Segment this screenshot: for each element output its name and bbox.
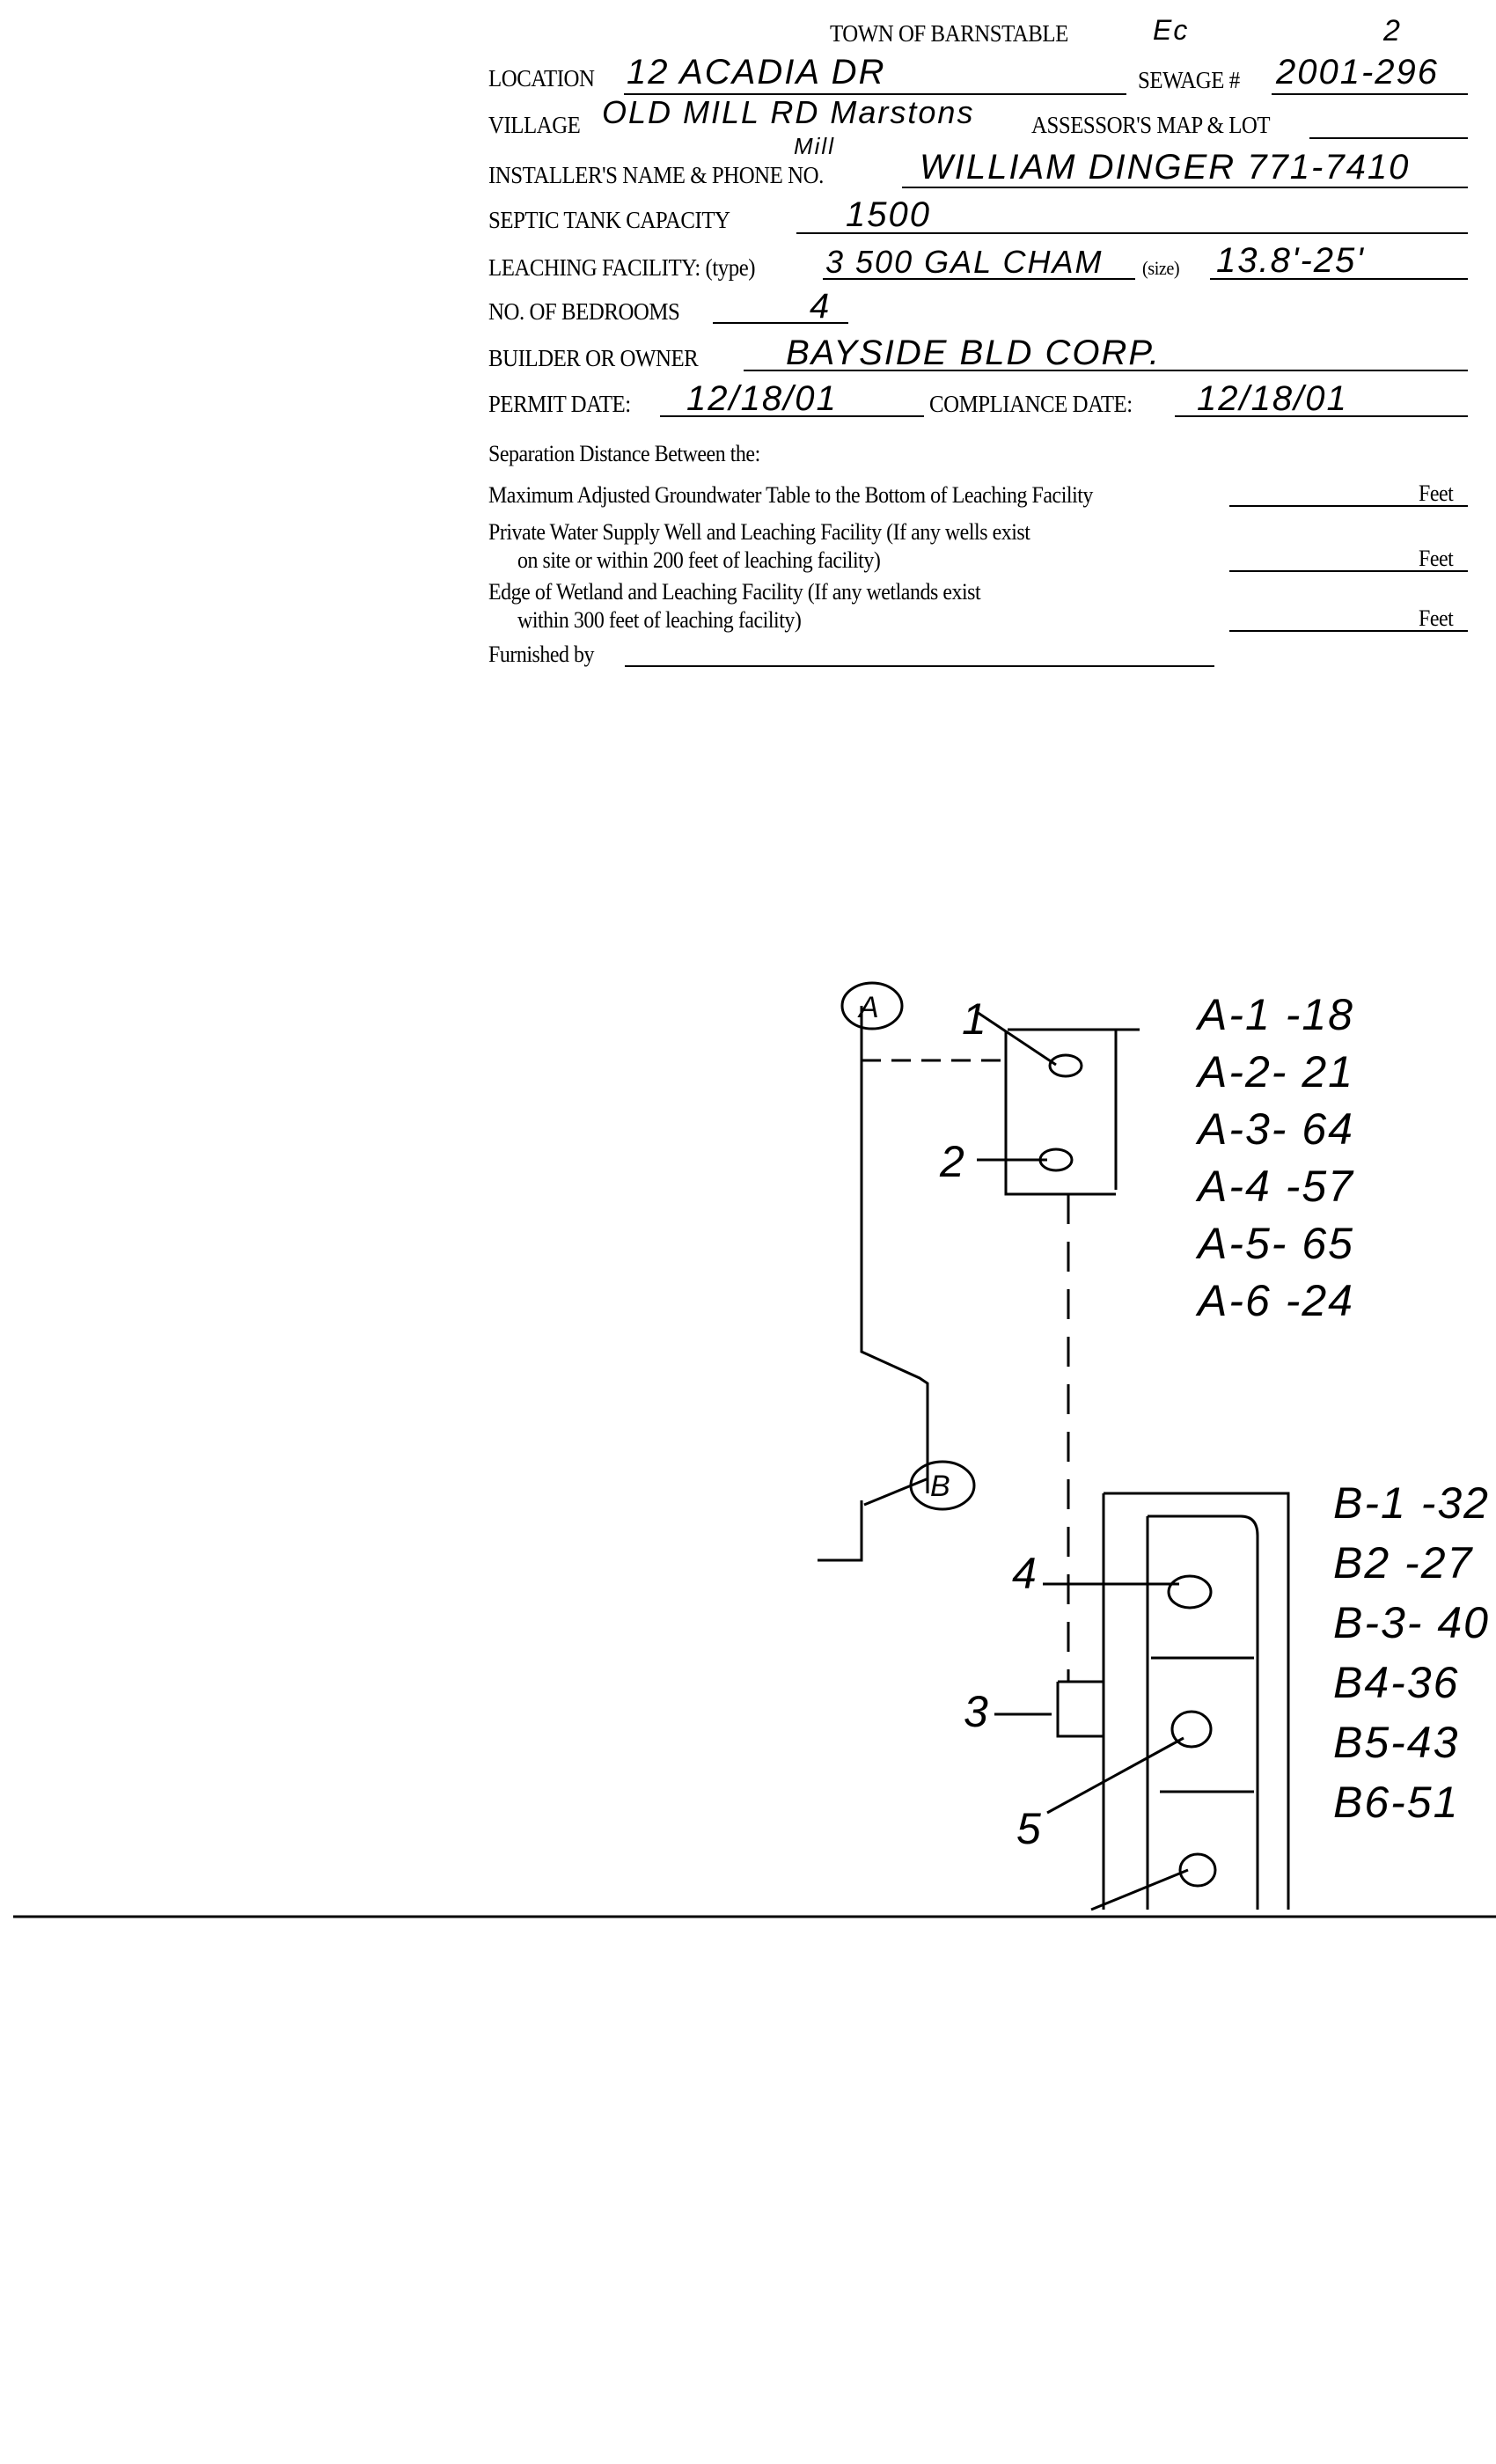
compliance-line [1175, 415, 1468, 417]
separation-well: Private Water Supply Well and Leaching F… [488, 519, 1030, 545]
septic-line [796, 232, 1468, 234]
bedrooms-value: 4 [810, 287, 832, 326]
bedrooms-line [713, 322, 848, 324]
feet-label: Feet [1419, 605, 1454, 631]
permit-line [660, 415, 924, 417]
label-4: 4 [1012, 1549, 1038, 1598]
permit-label: PERMIT DATE: [488, 391, 631, 417]
compliance-label: COMPLIANCE DATE: [929, 391, 1133, 417]
location-label: LOCATION [488, 65, 595, 92]
size-value: 13.8'-25' [1216, 241, 1365, 280]
installer-line [902, 187, 1468, 188]
title-note: Ec [1153, 14, 1190, 46]
b-reading: B-1 -32 [1333, 1478, 1490, 1528]
b-reading: B-3- 40 [1333, 1598, 1490, 1647]
size-label: (size) [1142, 257, 1180, 279]
size-line [1210, 278, 1468, 280]
location-value: 12 ACADIA DR [627, 53, 886, 92]
label-1: 1 [962, 994, 988, 1044]
assessor-line [1309, 137, 1468, 139]
lot-bracket [818, 1500, 863, 1562]
groundwater-line [1229, 505, 1468, 507]
marker-a-circle [840, 981, 904, 1030]
label-b: B [930, 1470, 952, 1503]
septic-value: 1500 [846, 195, 931, 234]
installer-label: INSTALLER'S NAME & PHONE NO. [488, 162, 824, 188]
feet-label: Feet [1419, 546, 1454, 571]
a-readings-list: A-1 -18A-2- 21 A-3- 64 A-4 -57A-5- 65 A-6 -… [1195, 990, 1354, 1325]
leaching-field [1102, 1492, 1290, 1910]
lot-line [860, 1006, 929, 1493]
label-3: 3 [964, 1687, 990, 1736]
village-label: VILLAGE [488, 112, 581, 138]
leaching-type-value: 3 500 GAL CHAM [825, 244, 1104, 280]
b-reading: B2 -27 [1333, 1538, 1474, 1588]
a-reading: A-4 -57 [1195, 1162, 1354, 1211]
leaching-label: LEACHING FACILITY: (type) [488, 254, 756, 281]
village-value: OLD MILL RD Marstons [602, 94, 975, 130]
separation-wetland: Edge of Wetland and Leaching Facility (I… [488, 579, 981, 605]
sewage-correction: 2 [1383, 14, 1402, 48]
a-reading: A-1 -18 [1195, 990, 1354, 1039]
furnished-label: Furnished by [488, 642, 595, 667]
a-reading: A-5- 65 [1195, 1219, 1354, 1268]
septic-label: SEPTIC TANK CAPACITY [488, 207, 730, 233]
test-pit-b3 [1178, 1852, 1217, 1888]
test-pit-a1 [1048, 1053, 1083, 1078]
permit-value: 12/18/01 [686, 379, 838, 418]
test-pit-b2 [1170, 1710, 1213, 1749]
builder-line [744, 370, 1468, 371]
b-reading: B4-36 [1333, 1658, 1459, 1707]
wetland-line [1229, 630, 1468, 632]
leaching-type-line [823, 278, 1135, 280]
separation-well-cont: on site or within 200 feet of leaching f… [517, 547, 881, 573]
a-reading: A-6 -24 [1195, 1276, 1354, 1325]
sewage-line [1272, 93, 1468, 95]
village-value-extra: Mill [794, 133, 835, 159]
form-title: TOWN OF BARNSTABLE [830, 20, 1068, 47]
location-line [624, 93, 1126, 95]
separation-heading: Separation Distance Between the: [488, 441, 760, 466]
a-reading: A-2- 21 [1195, 1047, 1354, 1096]
b-reading: B5-43 [1333, 1718, 1459, 1767]
separation-groundwater: Maximum Adjusted Groundwater Table to th… [488, 482, 1093, 508]
well-line [1229, 570, 1468, 572]
furnished-line [625, 665, 1214, 667]
label-a: A [857, 991, 881, 1024]
assessor-label: ASSESSOR'S MAP & LOT [1031, 112, 1271, 138]
separation-wetland-cont: within 300 feet of leaching facility) [517, 607, 802, 633]
builder-value: BAYSIDE BLD CORP. [786, 334, 1161, 372]
installer-value: WILLIAM DINGER 771-7410 [920, 148, 1411, 187]
bedrooms-label: NO. OF BEDROOMS [488, 298, 680, 325]
label-5: 5 [1016, 1804, 1043, 1853]
test-pit-box-a [1004, 1028, 1140, 1196]
b-reading: B6-51 [1333, 1778, 1459, 1827]
compliance-value: 12/18/01 [1197, 379, 1348, 418]
label-2: 2 [939, 1137, 966, 1186]
sewage-label: SEWAGE # [1138, 67, 1240, 93]
a-reading: A-3- 64 [1195, 1104, 1354, 1154]
distribution-box [1056, 1680, 1104, 1738]
builder-label: BUILDER OR OWNER [488, 345, 699, 371]
sewage-value: 2001-296 [1276, 53, 1440, 92]
feet-label: Feet [1419, 480, 1454, 506]
test-pit-b1 [1167, 1574, 1213, 1610]
